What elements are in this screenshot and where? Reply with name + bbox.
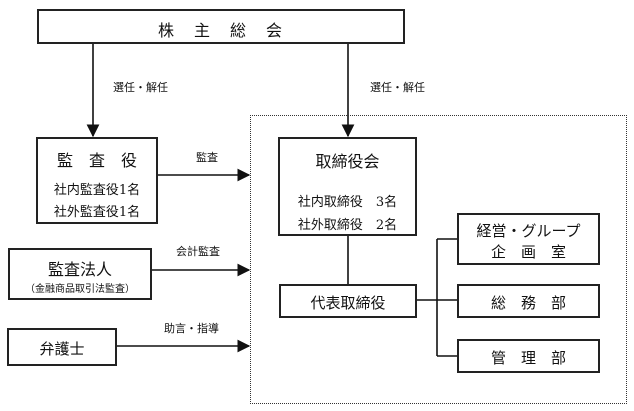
auditors-title: 監 査 役 — [56, 151, 137, 170]
edge-label-elect-dismiss-right: 選任・解任 — [370, 81, 425, 94]
planning-office-line2: 企 画 室 — [490, 243, 566, 261]
audit-firm-subtitle: （金融商品取引法監査） — [25, 284, 135, 295]
edge-label-audit: 監査 — [196, 151, 218, 164]
lawyer-title: 弁護士 — [39, 340, 85, 358]
general-affairs-box: 総 務 部 — [457, 284, 600, 318]
board-title: 取締役会 — [315, 152, 380, 171]
representative-director-box: 代表取締役 — [279, 284, 417, 318]
management-box: 管 理 部 — [457, 339, 600, 373]
edge-label-accounting-audit: 会計監査 — [176, 245, 220, 258]
auditors-box: 監 査 役 社内監査役1名 社外監査役1名 — [36, 137, 158, 224]
management-label: 管 理 部 — [490, 349, 566, 367]
auditors-internal-count: 社内監査役1名 — [53, 183, 141, 198]
planning-office-line1: 経営・グループ — [476, 222, 581, 240]
auditors-external-count: 社外監査役1名 — [53, 205, 141, 220]
audit-firm-box: 監査法人 （金融商品取引法監査） — [8, 248, 152, 300]
board-internal-count: 社内取締役 3名 — [297, 195, 398, 210]
planning-office-box: 経営・グループ 企 画 室 — [457, 213, 600, 265]
lawyer-box: 弁護士 — [7, 328, 117, 366]
edge-label-advice-guidance: 助言・指導 — [164, 322, 219, 335]
edge-label-elect-dismiss-left: 選任・解任 — [113, 81, 168, 94]
shareholders-meeting-label: 株 主 総 会 — [157, 21, 284, 40]
shareholders-meeting-box: 株 主 総 会 — [37, 9, 405, 44]
representative-title: 代表取締役 — [310, 294, 386, 312]
board-external-count: 社外取締役 2名 — [297, 218, 398, 233]
general-affairs-label: 総 務 部 — [490, 294, 566, 312]
board-of-directors-box: 取締役会 社内取締役 3名 社外取締役 2名 — [278, 137, 417, 236]
audit-firm-title: 監査法人 — [47, 260, 112, 279]
governance-region — [250, 115, 627, 404]
